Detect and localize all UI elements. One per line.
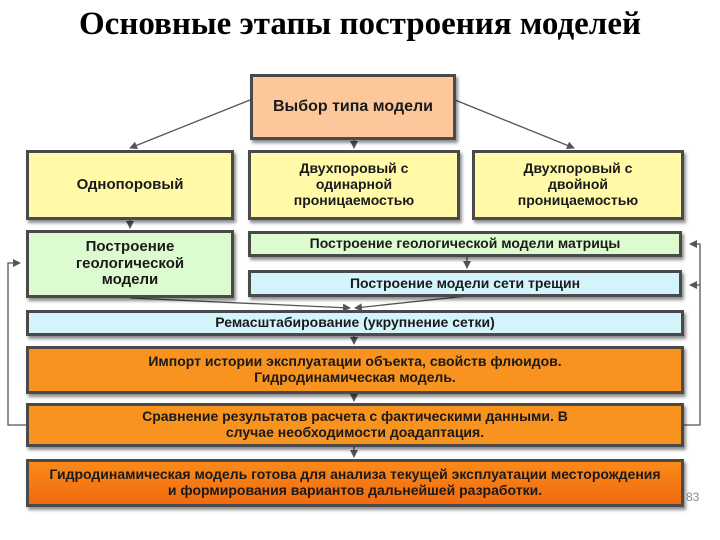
box-model-type-selection: Выбор типа модели — [250, 74, 456, 140]
page-title: Основные этапы построения моделей — [79, 6, 641, 42]
box-dual-porosity-dual-permeability: Двухпоровый с двойной проницаемостью — [472, 150, 684, 220]
feedback-loop-left — [7, 259, 26, 426]
box-dual-porosity-single-permeability: Двухпоровый с одинарной проницаемостью — [248, 150, 460, 220]
arrow-type-to-dual-double — [454, 99, 575, 150]
arrow-type-to-single — [129, 99, 251, 150]
box-matrix-geological-model: Построение геологической модели матрицы — [248, 231, 682, 257]
box-final-model-ready: Гидродинамическая модель готова для анал… — [26, 459, 684, 507]
box-fracture-network-model: Построение модели сети трещин — [248, 270, 682, 297]
arrow-fracture-to-upscale — [354, 295, 468, 312]
box-geological-model: Построение геологической модели — [26, 230, 234, 298]
box-single-porosity: Однопоровый — [26, 150, 234, 220]
box-history-import: Импорт истории эксплуатации объекта, сво… — [26, 346, 684, 394]
page-number: 83 — [686, 490, 700, 504]
feedback-loop-right-matrix — [684, 240, 701, 426]
arrow-geo-to-upscale — [129, 297, 351, 312]
box-comparison-adaptation: Сравнение результатов расчета с фактичес… — [26, 403, 684, 447]
box-upscaling: Ремасштабирование (укрупнение сетки) — [26, 310, 684, 336]
